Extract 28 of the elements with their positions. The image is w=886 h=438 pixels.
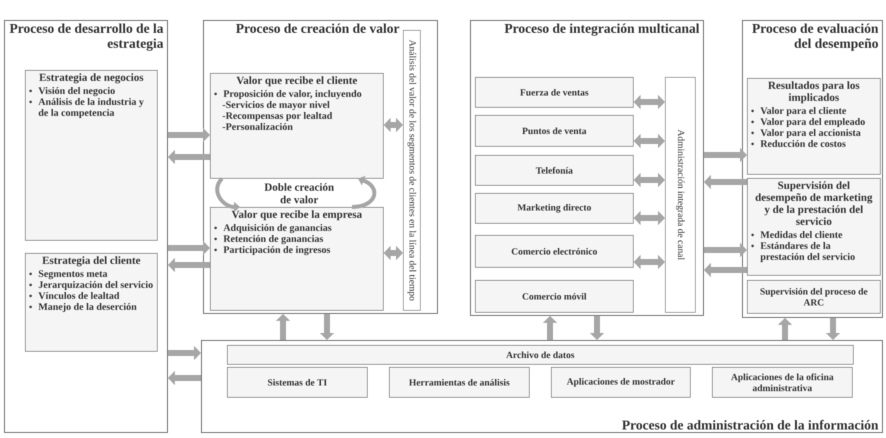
process-box: Archivo de datos (227, 345, 854, 365)
block-arrow (634, 254, 665, 270)
block-arrow (384, 118, 403, 132)
process-box: Puntos de venta (475, 115, 634, 147)
block-arrow (634, 210, 665, 226)
process-box: Herramientas de análisis (389, 367, 530, 398)
block-arrow (384, 246, 403, 260)
block-arrow (634, 172, 665, 188)
process-box: Sistemas de TI (227, 367, 368, 398)
content-box: Supervisión del desempeño de marketing y de la prestación del servicio Medidas del cliente Estándares de la prestación del servicio (747, 178, 881, 276)
content-box: Resultados para los implicados Valor para el cliente Valor para del empleado Valor para el accionista Reducción de costos (747, 78, 881, 175)
content-box: Estrategia del cliente Segmentos meta Jerarquización del servicio Vínculos de lealtad Manejo de la deserción (25, 252, 158, 352)
process-box: Marketing directo (475, 193, 634, 224)
process-box: Fuerza de ventas (475, 77, 634, 108)
process-box: Comercio móvil (475, 280, 634, 313)
content-box: Valor que recibe el cliente Proposición de valor, incluyendo -Servicios de mayor nivel -Recompensas por lealtad -Personalización (210, 73, 384, 179)
content-box: Valor que recibe la empresa Adquisición de ganancias Retención de ganancias Participación de ingresos (210, 206, 384, 311)
vertical-label-box: Administración integrada de canal (665, 77, 696, 313)
block-arrow (634, 134, 665, 148)
vertical-label-box: Análisis del valor de los segmentos de clientes en la línea del tiempo (403, 30, 421, 311)
process-box: Aplicaciones de la oficina administrativa (712, 367, 853, 398)
caption-text: Doble creación de valor (264, 183, 334, 204)
process-box: Supervisión del proceso de ARC (747, 280, 881, 314)
block-arrow (634, 94, 665, 110)
process-box: Aplicaciones de mostrador (551, 367, 691, 398)
process-box: Telefonía (475, 155, 634, 186)
process-box: Comercio electrónico (475, 235, 634, 268)
content-box: Estrategia de negocios Visión del negocio Análisis de la industria y de la competencia (25, 70, 158, 241)
